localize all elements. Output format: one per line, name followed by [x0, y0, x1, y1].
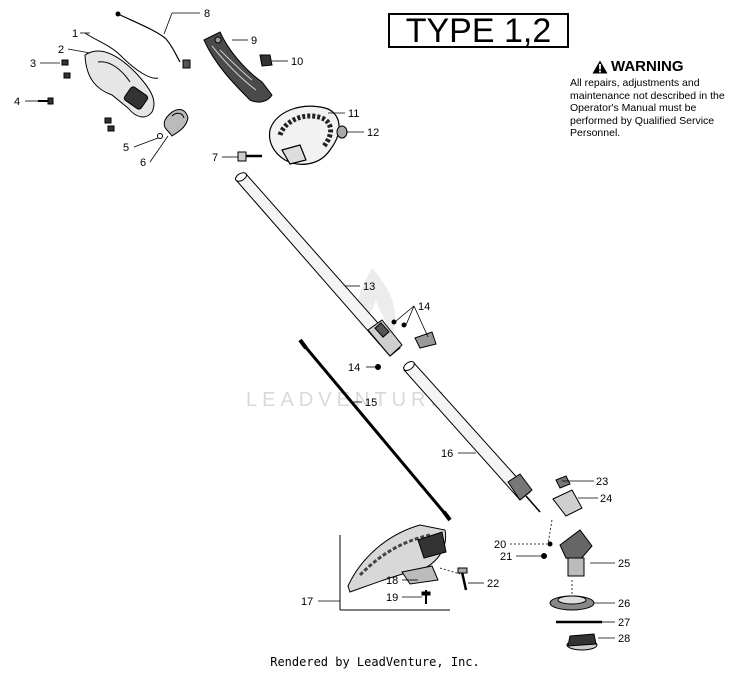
callout-4: 4 — [14, 96, 20, 108]
assist-handle-part — [268, 105, 340, 165]
upper-shaft-part — [235, 172, 403, 357]
callout-9: 9 — [251, 35, 257, 47]
knob-part — [336, 125, 348, 139]
callout-5: 5 — [123, 142, 129, 154]
callout-17: 17 — [301, 596, 313, 608]
callout-8: 8 — [204, 8, 210, 20]
callout-15: 15 — [365, 397, 377, 409]
callout-21: 21 — [500, 551, 512, 563]
throttle-cable-part — [115, 11, 191, 69]
callout-12: 12 — [367, 127, 379, 139]
callout-2: 2 — [58, 44, 64, 56]
callout-14-upper: 14 — [418, 301, 430, 313]
callout-19: 19 — [386, 592, 398, 604]
callout-28: 28 — [618, 633, 630, 645]
bolt-part — [237, 151, 262, 162]
callout-13: 13 — [363, 281, 375, 293]
callout-16: 16 — [441, 448, 453, 460]
coupler-knob-part — [375, 319, 437, 370]
callout-26: 26 — [618, 598, 630, 610]
callout-18: 18 — [386, 575, 398, 587]
watermark-text: LEADVENTURE — [246, 389, 449, 411]
watermark: LEADVENTURE — [246, 268, 449, 411]
gearhead-part — [541, 475, 602, 651]
callout-22: 22 — [487, 578, 499, 590]
callout-1: 1 — [72, 28, 78, 40]
callout-7: 7 — [212, 152, 218, 164]
callout-numbers: 1 2 3 4 5 6 7 8 9 10 11 12 13 14 14 15 1… — [14, 8, 630, 645]
drive-shaft-part — [298, 338, 452, 522]
callout-20: 20 — [494, 539, 506, 551]
warning-triangle-icon — [592, 60, 608, 73]
type-label: TYPE 1,2 — [405, 11, 552, 50]
warning-block: WARNING All repairs, adjustments and mai… — [570, 58, 742, 140]
callout-14-lower: 14 — [348, 362, 360, 374]
callout-23: 23 — [596, 476, 608, 488]
lower-shaft-part — [403, 361, 541, 513]
callout-27: 27 — [618, 617, 630, 629]
footer-credit: Rendered by LeadVenture, Inc. — [270, 655, 480, 669]
warning-text: All repairs, adjustments and maintenance… — [570, 77, 725, 139]
debris-shield-part — [339, 524, 468, 611]
warning-heading: WARNING — [592, 58, 742, 75]
callout-25: 25 — [618, 558, 630, 570]
callout-10: 10 — [291, 56, 303, 68]
callout-11: 11 — [348, 108, 359, 120]
switch-part — [259, 54, 273, 67]
throttle-handle-part — [38, 32, 189, 139]
callouts — [25, 12, 615, 639]
handle-housing-part — [203, 31, 273, 103]
warning-title: WARNING — [611, 58, 684, 75]
callout-24: 24 — [600, 493, 612, 505]
type-label-box: TYPE 1,2 — [388, 13, 569, 48]
callout-3: 3 — [30, 58, 36, 70]
callout-6: 6 — [140, 157, 146, 169]
